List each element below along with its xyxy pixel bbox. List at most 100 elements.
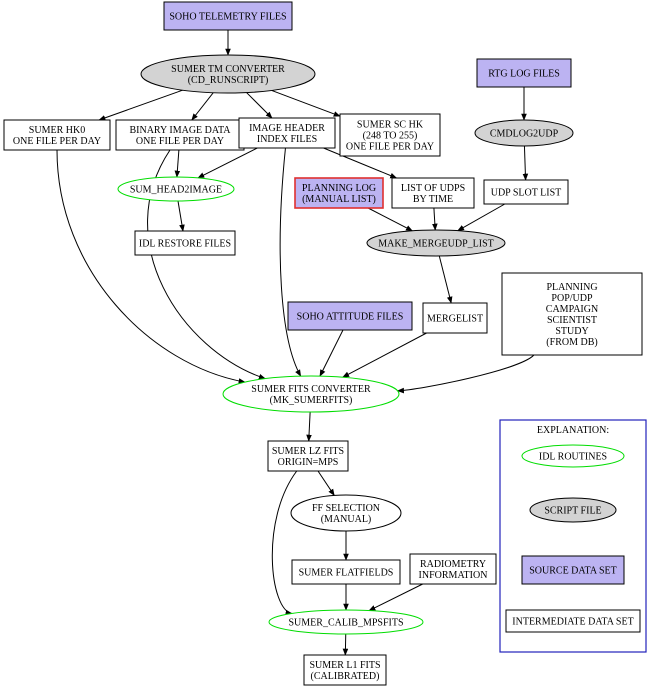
edge-udp-slot-to-make-mergeudp bbox=[457, 203, 506, 232]
node-label-line: SUMER HK0 bbox=[29, 125, 85, 136]
node-label-line: (MK_SUMERFITS) bbox=[270, 395, 353, 406]
node-label-line: SUMER_CALIB_MPSFITS bbox=[288, 618, 403, 629]
legend-intermediate-label: INTERMEDIATE DATA SET bbox=[512, 617, 633, 628]
node-fits-converter: SUMER FITS CONVERTER(MK_SUMERFITS) bbox=[222, 375, 400, 413]
legend-script-swatch bbox=[529, 497, 617, 523]
node-label-line: CAMPAIGN bbox=[546, 304, 598, 315]
node-shape bbox=[117, 176, 235, 202]
node-shape bbox=[222, 375, 400, 413]
edge-hk0-to-fits-converter bbox=[56, 149, 246, 384]
edge-binary-image-to-sum-head2image bbox=[174, 149, 181, 178]
legend-intermediate-swatch bbox=[505, 609, 641, 633]
nodes-layer: SOHO TELEMETRY FILES SUMER TM CONVERTER(C… bbox=[3, 1, 643, 686]
node-label-line: ONE FILE PER DAY bbox=[136, 136, 224, 147]
node-label-line: SUMER L1 FITS bbox=[309, 660, 380, 671]
node-label-line: SOHO ATTITUDE FILES bbox=[297, 312, 404, 323]
node-label-line: INDEX FILES bbox=[257, 134, 317, 145]
node-sum-head2image: SUM_HEAD2IMAGE bbox=[117, 176, 235, 202]
node-shape bbox=[501, 272, 643, 356]
legend-idl-label: IDL ROUTINES bbox=[539, 452, 607, 463]
node-shape bbox=[290, 494, 402, 532]
node-shape bbox=[483, 179, 569, 205]
node-shape bbox=[287, 301, 413, 331]
node-soho-tm: SOHO TELEMETRY FILES bbox=[163, 1, 293, 31]
edge-mergelist-to-fits-converter bbox=[342, 332, 427, 378]
node-flatfields: SUMER FLATFIELDS bbox=[291, 559, 401, 585]
node-label-line: RADIOMETRY bbox=[420, 559, 486, 570]
node-shape bbox=[268, 609, 424, 635]
node-label-line: MAKE_MERGEUDP_LIST bbox=[378, 239, 494, 250]
node-label-line: (MANUAL) bbox=[321, 514, 372, 525]
node-label-line: IDL RESTORE FILES bbox=[139, 239, 231, 250]
node-label-line: ONE FILE PER DAY bbox=[13, 136, 101, 147]
node-planning-log: PLANNING LOG(MANUAL LIST) bbox=[294, 177, 384, 209]
node-label-line: BY TIME bbox=[413, 194, 453, 205]
legend: EXPLANATION: IDL ROUTINES SCRIPT FILE SO… bbox=[499, 419, 647, 653]
node-label-line: POP/UDP bbox=[551, 293, 593, 304]
edge-planning-db-to-fits-converter bbox=[396, 354, 535, 394]
node-label-line: SUMER FITS CONVERTER bbox=[251, 384, 371, 395]
legend-source-swatch bbox=[521, 555, 625, 585]
node-label-line: STUDY bbox=[555, 326, 588, 337]
node-rtg-log: RTG LOG FILES bbox=[476, 58, 572, 88]
node-shape bbox=[140, 54, 316, 94]
node-shape bbox=[366, 229, 506, 257]
legend-source-label: SOURCE DATA SET bbox=[529, 566, 617, 577]
edge-radiometry-to-calib bbox=[368, 583, 423, 612]
node-label-line: PLANNING LOG bbox=[302, 183, 376, 194]
edge-image-header-to-sum-head2image bbox=[197, 147, 258, 179]
node-shape bbox=[476, 58, 572, 88]
node-label-line: SUMER LZ FITS bbox=[272, 446, 344, 457]
edge-image-header-to-fits-converter bbox=[279, 147, 302, 377]
node-shape bbox=[303, 654, 387, 686]
edge-fits-converter-to-lz-fits bbox=[306, 411, 312, 442]
node-sc-hk: SUMER SC HK(248 TO 255)ONE FILE PER DAY bbox=[339, 113, 441, 157]
edge-lz-fits-to-calib bbox=[271, 470, 298, 616]
node-ff-selection: FF SELECTION(MANUAL) bbox=[290, 494, 402, 532]
node-label-line: SUMER SC HK bbox=[357, 120, 424, 131]
node-label-line: MERGELIST bbox=[427, 314, 483, 325]
edge-sumer-tm-converter-to-image-header bbox=[246, 92, 273, 119]
node-shape bbox=[267, 440, 349, 472]
node-l1-fits: SUMER L1 FITS(CALIBRATED) bbox=[303, 654, 387, 686]
node-label-line: (248 TO 255) bbox=[363, 131, 418, 142]
node-shape bbox=[134, 230, 236, 256]
node-label-line: RTG LOG FILES bbox=[488, 69, 560, 80]
node-label-line: LIST OF UDPS bbox=[401, 183, 465, 194]
node-label-line: IMAGE HEADER bbox=[249, 123, 325, 134]
node-udp-slot: UDP SLOT LIST bbox=[483, 179, 569, 205]
edge-sumer-tm-converter-to-sc-hk bbox=[271, 89, 341, 117]
edge-lz-fits-to-ff-selection bbox=[317, 470, 335, 496]
node-shape bbox=[474, 119, 574, 147]
edges-layer bbox=[56, 30, 535, 656]
node-soho-attitude: SOHO ATTITUDE FILES bbox=[287, 301, 413, 331]
node-cmdlog2udp: CMDLOG2UDP bbox=[474, 119, 574, 147]
node-label-line: SUMER TM CONVERTER bbox=[171, 64, 285, 75]
legend-script-label: SCRIPT FILE bbox=[544, 506, 601, 517]
node-calib: SUMER_CALIB_MPSFITS bbox=[268, 609, 424, 635]
node-sumer-tm-converter: SUMER TM CONVERTER(CD_RUNSCRIPT) bbox=[140, 54, 316, 94]
node-shape bbox=[409, 553, 497, 585]
node-label-line: (CD_RUNSCRIPT) bbox=[188, 75, 269, 86]
node-shape bbox=[339, 113, 441, 157]
node-label-line: INFORMATION bbox=[419, 570, 488, 581]
edge-planning-log-to-make-mergeudp bbox=[367, 207, 413, 232]
node-idl-restore: IDL RESTORE FILES bbox=[134, 230, 236, 256]
edge-sumer-tm-converter-to-hk0 bbox=[98, 89, 183, 121]
node-label-line: UDP SLOT LIST bbox=[491, 188, 562, 199]
node-label-line: SOHO TELEMETRY FILES bbox=[169, 12, 286, 23]
node-shape bbox=[291, 559, 401, 585]
node-label-line: (MANUAL LIST) bbox=[302, 194, 376, 205]
node-label-line: SUM_HEAD2IMAGE bbox=[130, 185, 222, 196]
node-shape bbox=[391, 177, 475, 209]
edge-cmdlog2udp-to-udp-slot bbox=[522, 145, 529, 181]
legend-title: EXPLANATION: bbox=[537, 425, 609, 436]
edge-sumer-tm-converter-to-binary-image bbox=[191, 92, 214, 121]
node-make-mergeudp: MAKE_MERGEUDP_LIST bbox=[366, 229, 506, 257]
